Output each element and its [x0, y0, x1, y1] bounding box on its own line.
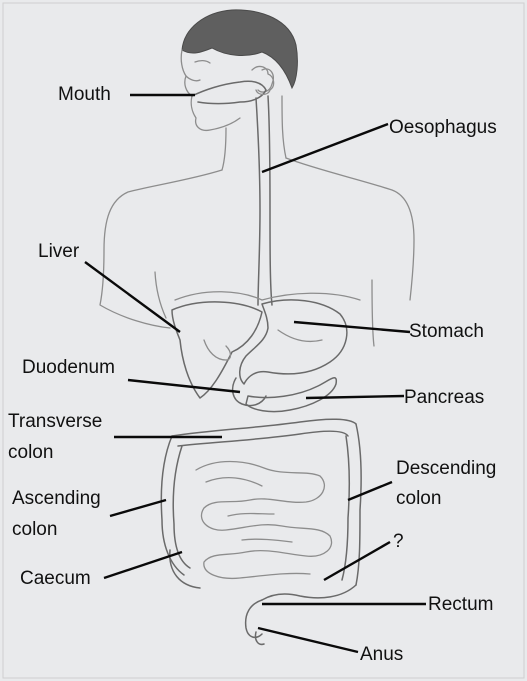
eye-drawing — [194, 59, 211, 64]
stomach-label: Stomach — [409, 321, 484, 342]
stomach-drawing — [239, 299, 348, 385]
question-mark-label: ? — [393, 531, 404, 552]
ascending-colon-drawing-inner — [172, 445, 191, 569]
neck-left — [221, 127, 227, 171]
anus-label: Anus — [360, 644, 404, 665]
ascending-colon-drawing — [160, 435, 185, 576]
oesophagus-drawing-inner — [267, 95, 273, 306]
question-mark-pointer — [323, 540, 391, 582]
right-arm-line — [371, 279, 375, 347]
descending-colon-label-line1: Descending — [396, 458, 497, 479]
salivary-gland-drawing — [251, 65, 275, 96]
anus-drawing — [254, 631, 265, 646]
descending-colon-drawing — [355, 423, 362, 586]
liver-drawing — [171, 301, 263, 399]
transverse-colon-label-line1: Transverse — [8, 411, 103, 432]
oral-cavity-drawing — [191, 80, 267, 105]
ear-drawing — [257, 68, 274, 93]
descending-colon-label-line2: colon — [396, 488, 442, 509]
liver-pointer — [84, 261, 181, 333]
stomach-pointer — [293, 320, 411, 334]
duodenum-drawing — [231, 377, 267, 407]
pancreas-pointer — [305, 394, 405, 400]
sigmoid-colon-drawing — [261, 584, 357, 601]
pancreas-drawing — [245, 377, 338, 413]
duodenum-label: Duodenum — [22, 357, 115, 378]
anus-pointer — [257, 626, 359, 654]
nose-drawing — [185, 75, 201, 82]
mouth-label: Mouth — [58, 84, 111, 105]
hair-drawing — [181, 9, 298, 90]
oesophagus-pointer — [261, 122, 389, 174]
transverse-colon-drawing — [171, 418, 357, 437]
stomach-fold — [277, 329, 323, 343]
oesophagus-label: Oesophagus — [389, 117, 497, 138]
transverse-colon-drawing-inner — [177, 430, 349, 447]
diaphragm-line — [174, 291, 361, 301]
left-shoulder-outline — [99, 169, 223, 329]
neck-right — [281, 95, 287, 159]
caecum-pointer — [103, 550, 183, 580]
duodenum-pointer — [127, 378, 241, 394]
pancreas-label: Pancreas — [404, 387, 485, 408]
descending-colon-pointer — [347, 480, 393, 502]
left-arm-line — [154, 271, 167, 319]
liver-label: Liver — [38, 241, 80, 262]
transverse-colon-label-line2: colon — [8, 442, 54, 463]
small-intestine-drawing — [195, 460, 333, 580]
rectum-drawing — [244, 599, 263, 639]
ascending-colon-label-line2: colon — [12, 519, 58, 540]
caecum-label: Caecum — [20, 568, 91, 589]
gallbladder-drawing — [203, 339, 232, 361]
head-outline — [180, 49, 241, 132]
right-shoulder-outline — [285, 157, 415, 301]
ascending-colon-pointer — [109, 498, 167, 518]
ascending-colon-label-line1: Ascending — [12, 488, 101, 509]
oesophagus-drawing — [255, 97, 261, 306]
small-intestine-drawing-2 — [205, 476, 293, 543]
descending-colon-drawing-inner — [341, 435, 351, 581]
rectum-label: Rectum — [428, 594, 494, 615]
